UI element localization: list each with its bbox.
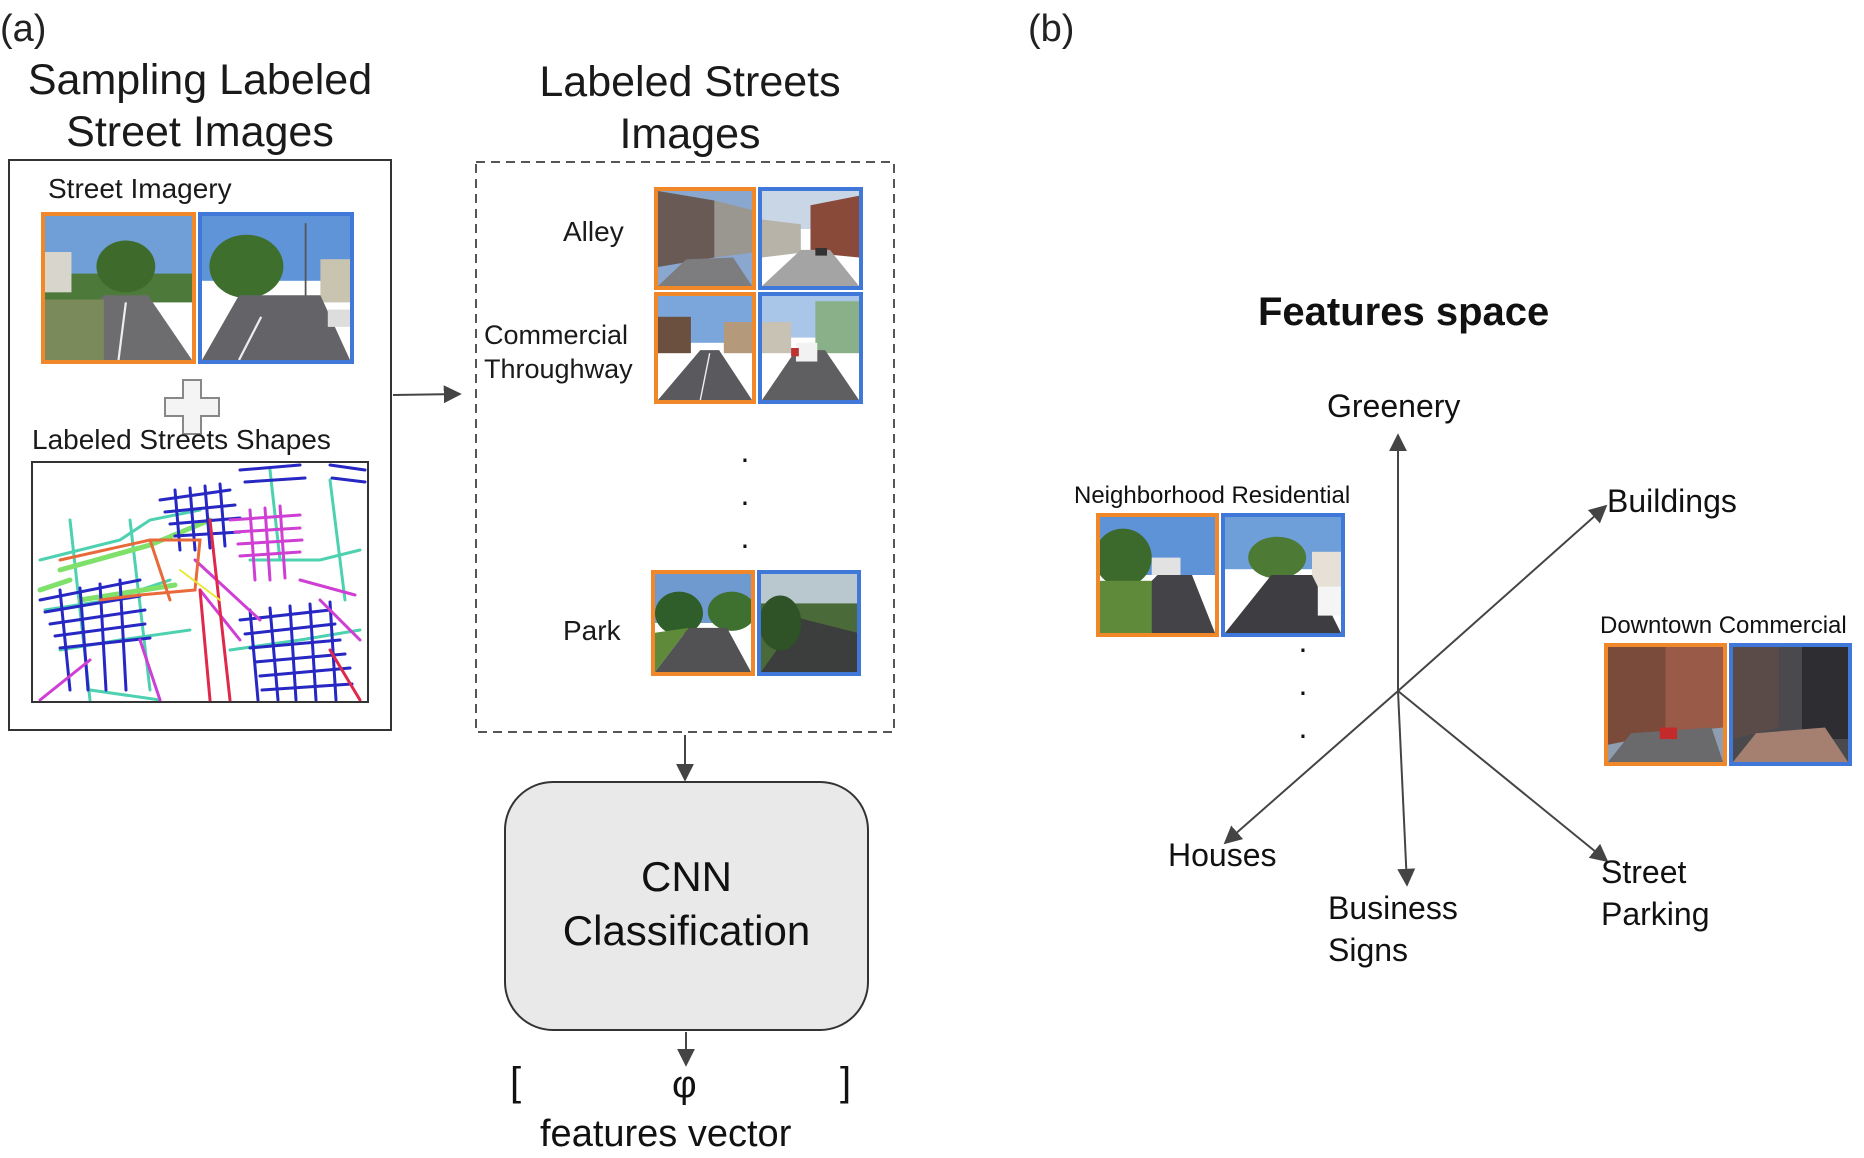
labeled-images-title-line2: Images — [619, 110, 761, 158]
axis-greenery-label: Greenery — [1327, 388, 1461, 424]
park-photo-orange — [651, 570, 755, 676]
plus-icon — [164, 379, 220, 435]
cnn-label-line1: CNN — [641, 853, 732, 900]
downtown-photo-orange — [1604, 643, 1727, 766]
street-imagery-label: Street Imagery — [48, 173, 232, 204]
axis-business-signs-line2: Signs — [1328, 932, 1409, 968]
alley-photo-orange — [654, 187, 756, 290]
labeled-images-title: Labeled Streets Images — [480, 56, 900, 160]
downtown-commercial-title: Downtown Commercial — [1600, 612, 1847, 639]
labeled-shapes-label: Labeled Streets Shapes — [32, 424, 331, 455]
downtown-photo-blue — [1729, 643, 1852, 766]
phi-symbol: φ — [672, 1064, 697, 1106]
axis-business-signs-label: Business Signs — [1328, 887, 1458, 971]
category-commercial-line1: Commercial — [484, 320, 629, 350]
cnn-classification-label: CNN Classification — [505, 850, 868, 958]
vector-bracket-close: ] — [840, 1060, 852, 1104]
axis-business-signs-line1: Business — [1328, 890, 1458, 926]
neighborhood-residential-title: Neighborhood Residential — [1074, 482, 1351, 509]
residential-photo-blue — [1221, 513, 1345, 637]
axis-street-parking-label: Street Parking — [1601, 851, 1710, 935]
axis-houses-label: Houses — [1168, 837, 1277, 873]
alley-photo-blue — [758, 187, 863, 290]
cnn-box — [504, 781, 869, 1031]
category-park-label: Park — [563, 615, 621, 646]
street-photo-blue — [198, 212, 354, 364]
category-alley-label: Alley — [563, 216, 624, 247]
residential-photo-orange — [1096, 513, 1219, 637]
street-photo-orange — [41, 212, 196, 364]
labeled-images-title-line1: Labeled Streets — [539, 58, 841, 106]
category-commercial-label: Commercial Throughway — [484, 318, 633, 386]
axis-street-parking-line2: Parking — [1601, 896, 1710, 932]
residential-ellipsis: ... — [1298, 623, 1308, 745]
category-ellipsis: ... — [740, 433, 750, 555]
park-photo-blue — [757, 570, 861, 676]
cnn-label-line2: Classification — [562, 907, 811, 954]
sampling-title: Sampling Labeled Street Images — [0, 54, 400, 158]
features-vector-label: features vector — [540, 1113, 792, 1155]
commercial-photo-orange — [654, 292, 756, 404]
commercial-photo-blue — [758, 292, 863, 404]
vector-bracket-open: [ — [510, 1060, 522, 1104]
sampling-title-line1: Sampling Labeled — [27, 56, 373, 104]
category-commercial-line2: Throughway — [484, 354, 633, 384]
arrow-to-labeled — [392, 385, 462, 404]
labeled-streets-map — [31, 461, 369, 703]
panel-b-tag: (b) — [1028, 8, 1075, 50]
features-space-title: Features space — [1258, 290, 1550, 334]
panel-a-tag: (a) — [0, 8, 47, 50]
axis-buildings-label: Buildings — [1607, 483, 1737, 519]
axis-street-parking-line1: Street — [1601, 854, 1687, 890]
feature-axes — [1223, 433, 1609, 887]
sampling-box — [8, 159, 392, 731]
sampling-title-line2: Street Images — [66, 108, 334, 156]
